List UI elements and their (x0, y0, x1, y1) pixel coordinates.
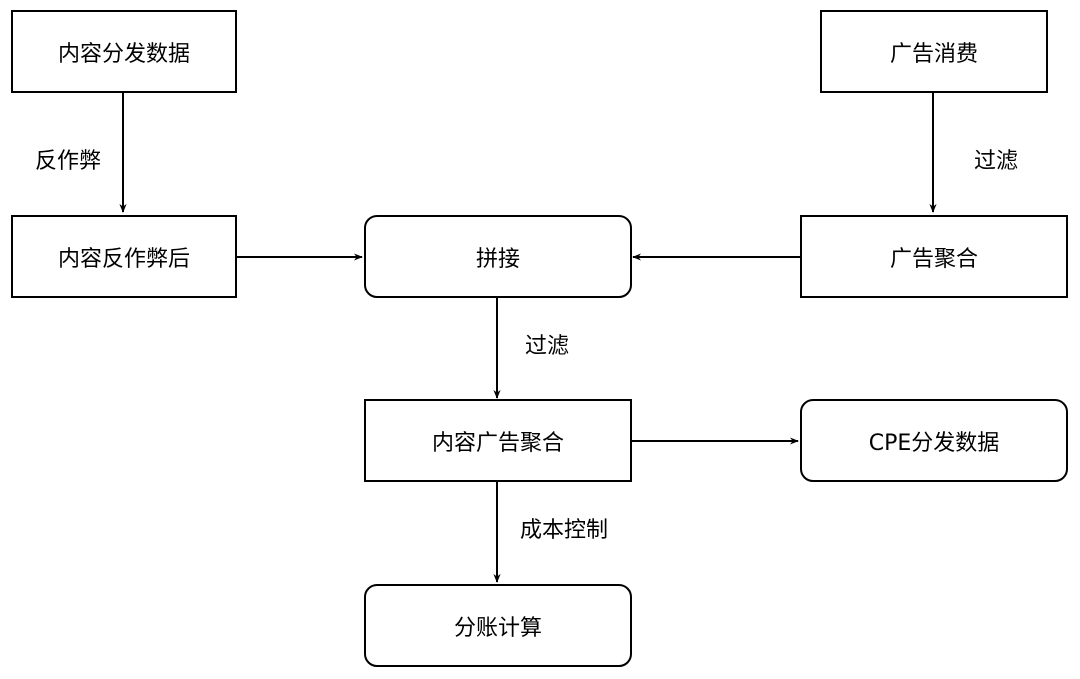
node-content-ad-aggregation: 内容广告聚合 (364, 399, 632, 482)
node-label: 拼接 (475, 246, 520, 272)
edge-label-filter-ads: 过滤 (974, 149, 1019, 174)
node-label: 内容广告聚合 (431, 430, 564, 456)
node-label: 分账计算 (453, 615, 542, 641)
edge-label-cost-control: 成本控制 (520, 518, 609, 543)
node-label: 内容分发数据 (57, 41, 190, 67)
node-content-anti-fraud: 内容反作弊后 (11, 215, 237, 298)
node-label: 广告聚合 (889, 246, 978, 272)
node-cpe-distribution: CPE分发数据 (800, 399, 1068, 482)
node-content-distribution: 内容分发数据 (11, 10, 237, 93)
node-label: 内容反作弊后 (57, 246, 190, 272)
node-label: 广告消费 (889, 41, 978, 67)
node-ad-aggregation: 广告聚合 (800, 215, 1068, 298)
node-ad-spend: 广告消费 (820, 10, 1048, 93)
node-label: CPE分发数据 (868, 430, 1000, 456)
edge-label-anti-fraud: 反作弊 (35, 149, 102, 174)
edge-label-filter-splice: 过滤 (525, 334, 570, 359)
node-splice: 拼接 (364, 215, 632, 298)
node-revenue-split: 分账计算 (364, 584, 632, 667)
